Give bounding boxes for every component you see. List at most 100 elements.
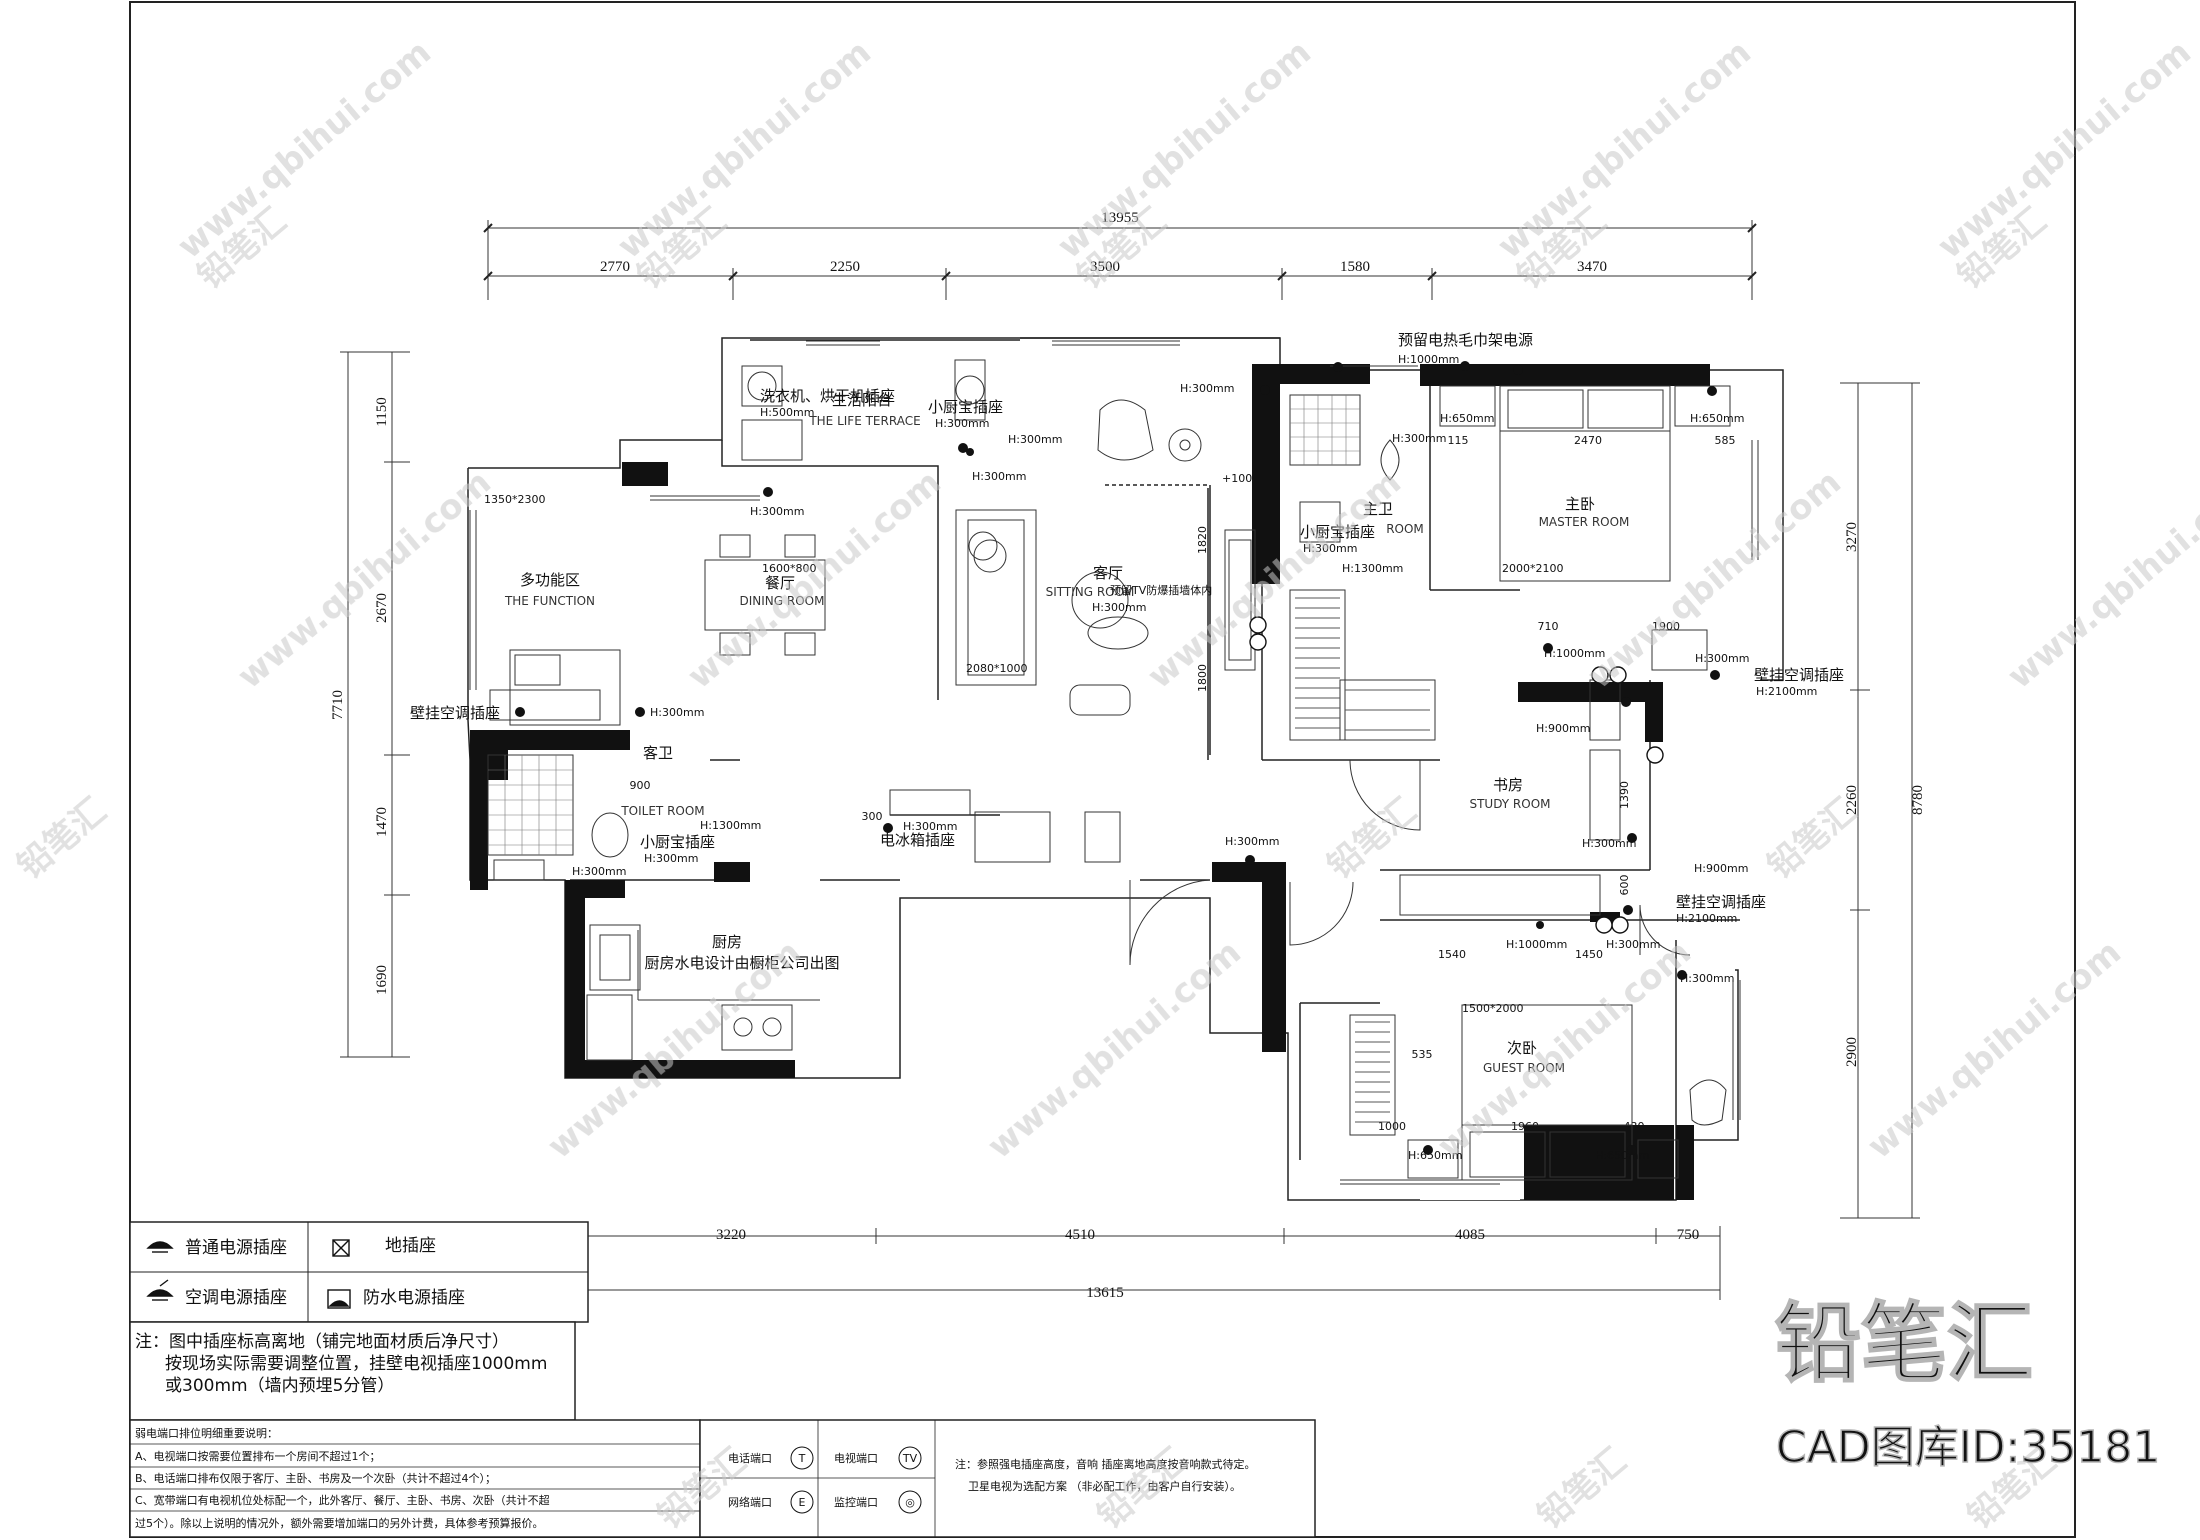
dim-left-2: 2670	[374, 593, 390, 623]
height-1000: H:1000mm	[1506, 938, 1567, 951]
port-symbol-network: E	[799, 1496, 806, 1509]
height-300: H:300mm	[644, 852, 698, 865]
watermark-site: www.qbihui.com	[2000, 462, 2200, 697]
kitchen-note: 厨房水电设计由橱柜公司出图	[644, 954, 839, 972]
terrace-label: 生活阳台	[832, 391, 892, 409]
height-900: H:900mm	[1694, 862, 1748, 875]
legend-label-floor: 地插座	[385, 1236, 436, 1256]
guest-room-en: GUEST ROOM	[1483, 1061, 1565, 1075]
watermark-brand: 铅笔汇	[10, 791, 114, 887]
function-room-en: THE FUNCTION	[504, 594, 595, 608]
weak-current-notes: 弱电端口排位明细重要说明： A、电视端口按需要位置排布一个房间不超过1个； B、…	[129, 1419, 701, 1538]
note-line-3: 或300mm（墙内预埋5分管）	[165, 1376, 394, 1396]
furniture	[487, 359, 1731, 1181]
height-2100: H:2100mm	[1756, 685, 1817, 698]
living-room-label: 客厅	[1093, 564, 1123, 582]
dim-bottom-5: 750	[1677, 1227, 1700, 1243]
fridge-note: 电冰箱插座	[880, 831, 955, 849]
small-kitchen-note: 小厨宝插座	[928, 398, 1003, 416]
plus-100: +100	[1222, 472, 1252, 485]
master-room-en: MASTER ROOM	[1539, 515, 1630, 529]
height-1300: H:1300mm	[700, 819, 761, 832]
height-300: H:300mm	[1180, 382, 1234, 395]
height-300: H:300mm	[1303, 542, 1357, 555]
dim-inner: 1820	[1196, 526, 1209, 554]
height-300: H:300mm	[1680, 972, 1734, 985]
windows	[469, 340, 1759, 1185]
dim-top-total: 13955	[1101, 210, 1139, 226]
dining-size: 1600*800	[762, 562, 817, 575]
dim-inner: 585	[1715, 434, 1736, 447]
watermark-brand: 铅笔汇	[1320, 791, 1424, 887]
legend-table: 普通电源插座 地插座 空调电源插座 防水电源插座	[129, 1221, 589, 1323]
washer-note: 洗衣机、烘干机插座	[760, 387, 895, 405]
study-room-en: STUDY ROOM	[1469, 797, 1550, 811]
port-markers	[1249, 616, 1664, 934]
height-300: H:300mm	[1092, 601, 1146, 614]
dim-top-3: 3500	[1090, 259, 1120, 275]
tile-grid	[488, 395, 1360, 855]
dim-left-4: 1690	[374, 965, 390, 995]
brand-logo-watermark: 铅笔汇 CAD图库ID:35181	[1774, 1293, 2161, 1474]
small-kitchen-note-2: 小厨宝插座	[1300, 523, 1375, 541]
height-300: H:300mm	[1392, 432, 1446, 445]
towel-height: H:1000mm	[1398, 353, 1459, 366]
dimension-ticks	[483, 223, 1757, 281]
port-symbol-monitor: ◎	[905, 1496, 915, 1509]
weak-notes-a: A、电视端口按需要位置排布一个房间不超过1个；	[135, 1449, 381, 1463]
port-label-network: 网络端口	[728, 1495, 772, 1509]
note-line-2: 按现场实际需要调整位置，挂壁电视插座1000mm	[165, 1354, 547, 1374]
watermark-brand: 铅笔汇	[1760, 791, 1864, 887]
dining-room-en: DINING ROOM	[740, 594, 825, 608]
height-1000: H:1000mm	[1544, 647, 1605, 660]
master-room-label: 主卧	[1565, 495, 1595, 513]
watermark-site: www.qbihui.com	[1490, 32, 1759, 267]
dim-inner: 1390	[1618, 781, 1631, 809]
dim-left-1: 1150	[374, 397, 390, 426]
port-label-tv: 电视端口	[834, 1451, 878, 1465]
tv-embed-note: 预留TV防爆插墙体内	[1110, 583, 1212, 597]
guest-size: 1500*2000	[1462, 1002, 1524, 1015]
socket-markers	[515, 361, 1720, 1155]
dim-inner: 710	[1538, 620, 1559, 633]
legend-label-ac: 空调电源插座	[185, 1288, 287, 1308]
washer-height: H:500mm	[760, 406, 814, 419]
dim-bottom-4: 4085	[1455, 1227, 1485, 1243]
dim-top-1: 2770	[600, 259, 630, 275]
master-bath-en: ROOM	[1386, 522, 1424, 536]
height-300: H:300mm	[903, 820, 957, 833]
small-kitchen-height: H:300mm	[935, 417, 989, 430]
height-300: H:300mm	[1582, 837, 1636, 850]
port-symbol-phone: T	[798, 1452, 806, 1465]
ac-note-master: 壁挂空调插座	[1754, 666, 1844, 684]
height-300: H:300mm	[1225, 835, 1279, 848]
small-kitchen-note-3: 小厨宝插座	[640, 833, 715, 851]
dim-inner: 1000	[1378, 1120, 1406, 1133]
dim-top-5: 3470	[1577, 259, 1607, 275]
dim-top-4: 1580	[1340, 259, 1370, 275]
weak-notes-c: C、宽带端口有电视机位处标配一个，此外客厅、餐厅、主卧、书房、次卧（共计不超	[135, 1493, 550, 1507]
terrace-en: THE LIFE TERRACE	[808, 414, 920, 428]
master-bath-label: 主卫	[1363, 500, 1393, 518]
wardrobe-hatch	[1295, 597, 1430, 1123]
dim-right-2: 2260	[1844, 785, 1860, 815]
doors	[1129, 759, 1691, 966]
dim-right-total: 8780	[1910, 785, 1926, 815]
brand-logo-id: CAD图库ID:35181	[1776, 1422, 2160, 1473]
dim-inner: 600	[1618, 875, 1631, 896]
height-300: H:300mm	[972, 470, 1026, 483]
master-size: 2000*2100	[1502, 562, 1564, 575]
port-label-monitor: 监控端口	[834, 1495, 878, 1509]
note-line-1: 注：图中插座标高离地（铺完地面材质后净尺寸）	[135, 1332, 509, 1352]
watermark-site: www.qbihui.com	[980, 932, 1249, 1167]
dim-inner: 1450	[1575, 948, 1603, 961]
dim-inner: 300	[862, 810, 883, 823]
port-symbol-tv: TV	[902, 1452, 918, 1465]
watermark-site: www.qbihui.com	[1930, 32, 2199, 267]
ac-note-study: 壁挂空调插座	[1676, 893, 1766, 911]
ports-legend: 电话端口 T 电视端口 TV 网络端口 E 监控端口 ◎ 注：参照强电插座高度，…	[699, 1419, 1316, 1538]
height-300: H:300mm	[1008, 433, 1062, 446]
dim-inner: 115	[1448, 434, 1469, 447]
ac-note-function: 壁挂空调插座	[410, 704, 500, 722]
watermark-site: www.qbihui.com	[610, 32, 879, 267]
